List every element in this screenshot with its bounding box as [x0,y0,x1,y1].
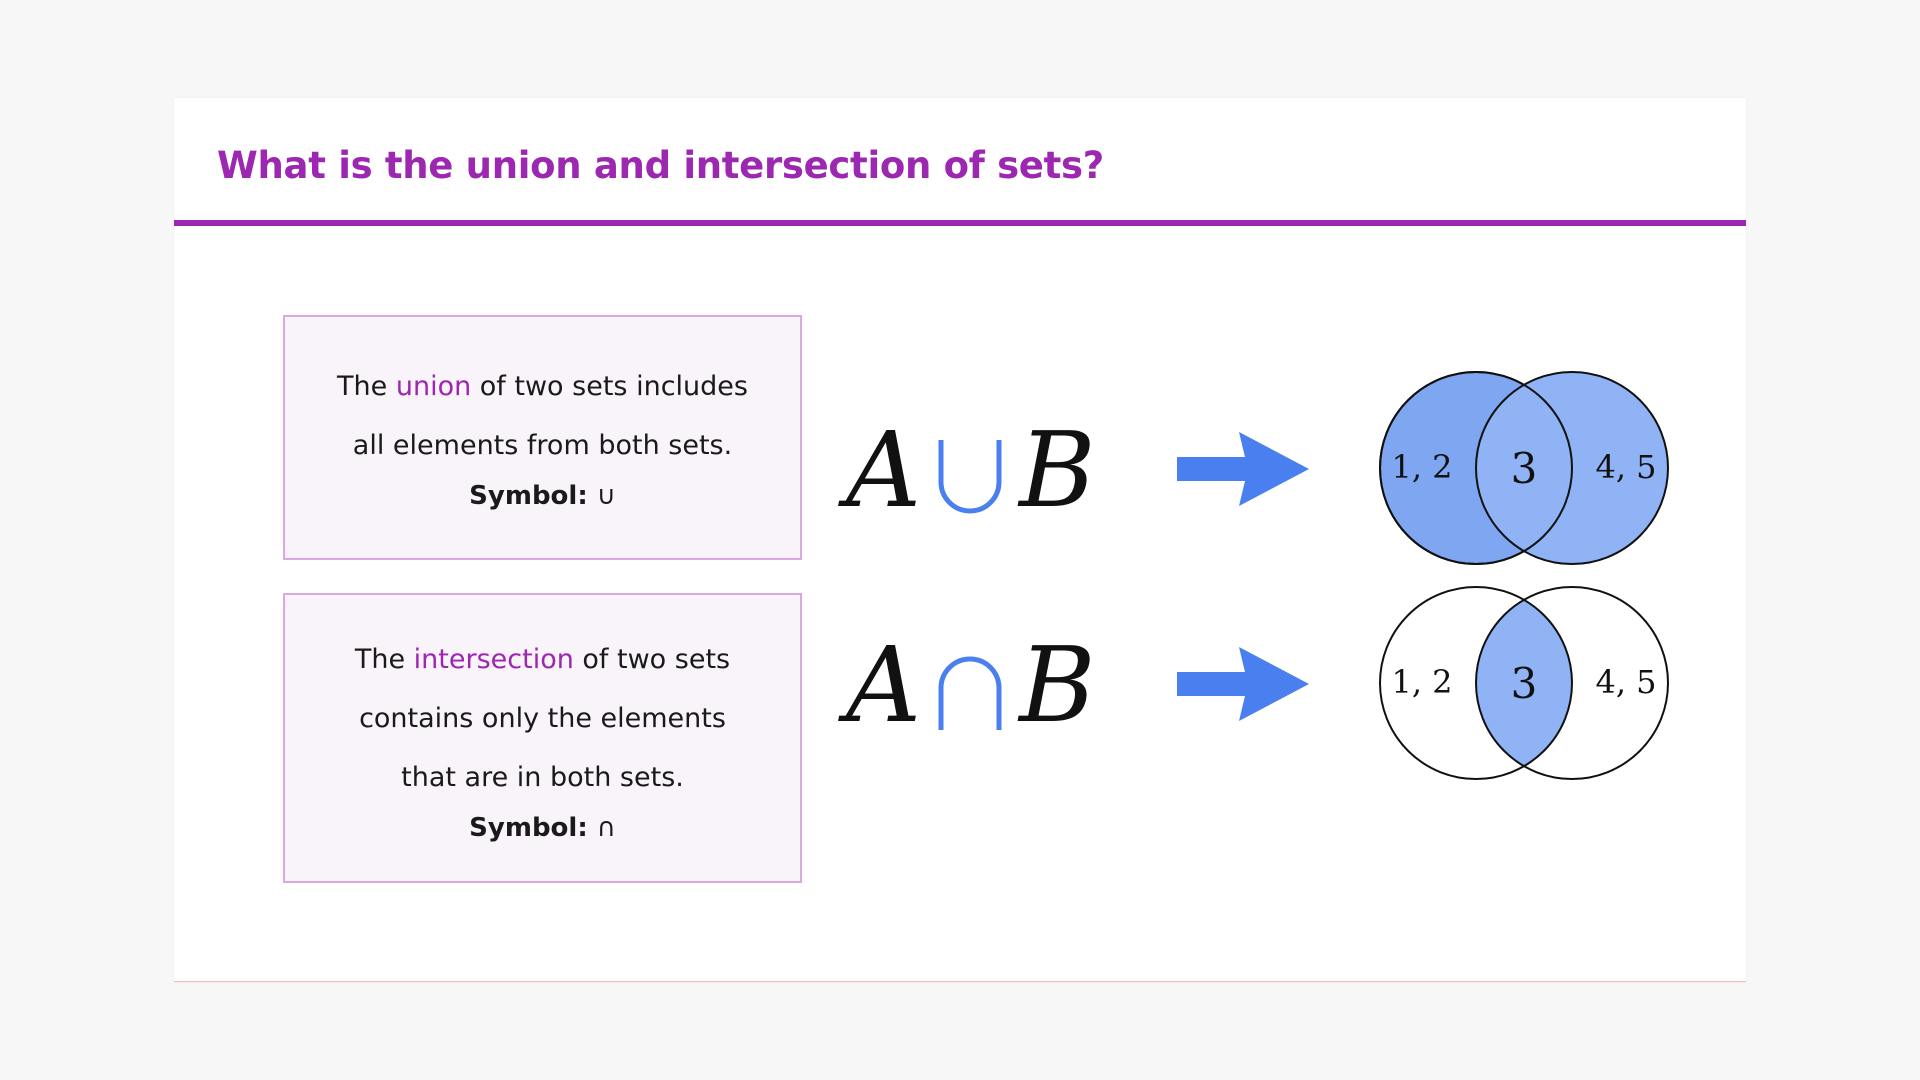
intersection-venn-circle-b [1475,586,1669,780]
title-underline [174,220,1746,226]
union-symbol-label: Symbol: [469,481,588,511]
union-symbol-line: Symbol: ∪ [285,475,800,517]
right-arrow-icon [1177,647,1309,721]
intersection-venn-right-label: 4, 5 [1595,663,1656,701]
intersection-line-1: The intersection of two sets [285,630,800,689]
intersection-symbol-glyph: ∩ [596,813,616,843]
intersection-venn-middle-label: 3 [1511,659,1538,708]
right-arrow-icon [1177,432,1309,506]
intersection-symbol-line: Symbol: ∩ [285,807,800,849]
intersection-expression: A B [846,625,1146,745]
page-title: What is the union and intersection of se… [217,144,1104,187]
union-symbol-glyph: ∪ [596,481,616,511]
union-expr-left: A [846,409,922,531]
union-venn-left-label: 1, 2 [1391,448,1452,486]
intersection-venn-overlap [1476,587,1572,779]
intersection-venn-left-label: 1, 2 [1391,663,1452,701]
union-expression: A B [846,410,1146,530]
intersection-line-2: contains only the elements [359,703,726,734]
union-text-after: of two sets includes [471,371,748,402]
intersection-text-after: of two sets [573,644,731,675]
intersection-expr-left: A [846,624,922,746]
slide: What is the union and intersection of se… [174,98,1746,982]
union-venn-middle-label: 3 [1511,444,1538,493]
intersection-venn-circle-a [1379,586,1573,780]
union-line-1: The union of two sets includes [285,357,800,416]
union-expr-right: B [1019,409,1096,531]
intersection-keyword: intersection [413,644,574,675]
union-venn-right-label: 4, 5 [1595,448,1656,486]
union-keyword: union [395,371,472,402]
union-text-before: The [337,371,396,402]
union-line-2: all elements from both sets. [352,430,733,461]
intersection-expr-right: B [1019,624,1096,746]
intersection-text-before: The [354,644,414,675]
intersection-venn-diagram: 1, 2 3 4, 5 [1379,586,1669,780]
intersection-symbol-icon [938,656,1002,730]
intersection-definition-box: The intersection of two sets contains on… [283,593,802,883]
union-venn-diagram: 1, 2 3 4, 5 [1379,371,1669,565]
intersection-line-3: that are in both sets. [401,762,684,793]
union-symbol-icon [938,440,1002,514]
intersection-symbol-label: Symbol: [469,813,588,843]
union-definition-box: The union of two sets includes all eleme… [283,315,802,560]
